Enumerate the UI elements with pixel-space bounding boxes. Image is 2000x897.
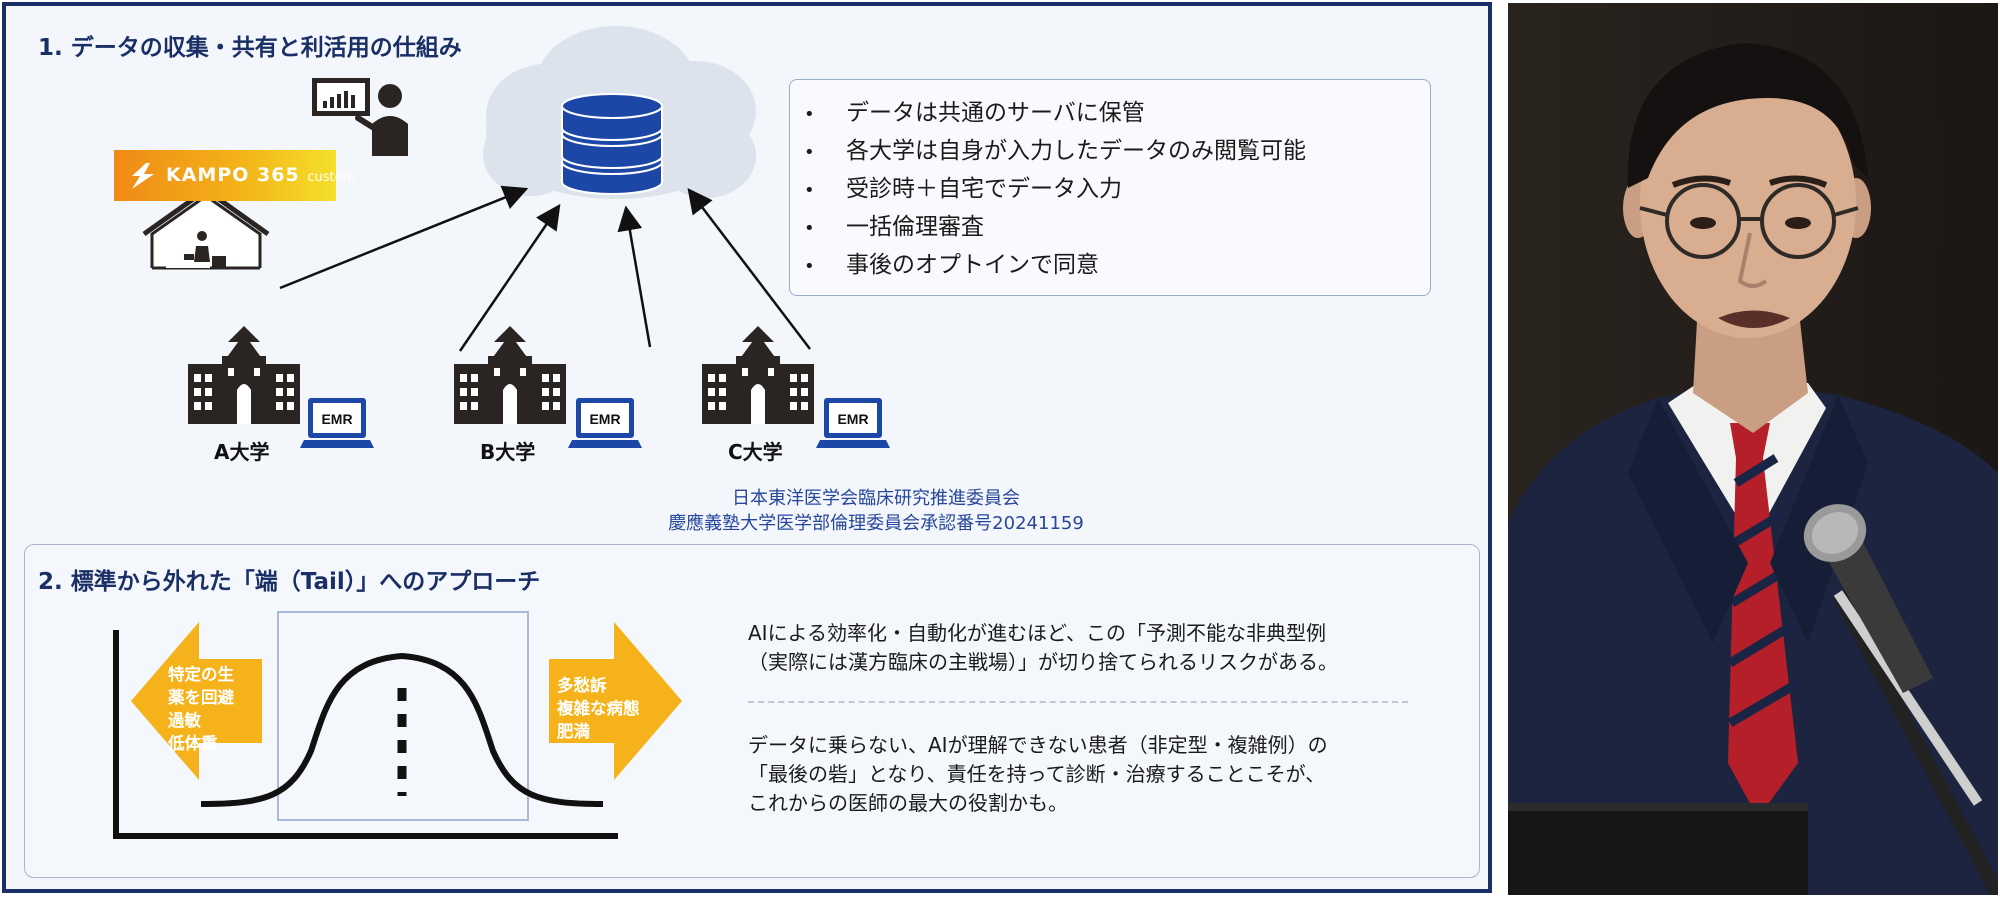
slide: 1. データの収集・共有と利活用の仕組み	[2, 2, 1492, 893]
university-label-c: C大学	[728, 440, 783, 464]
presenter-icon	[312, 78, 408, 156]
risk-paragraph: AIによる効率化・自動化が進むほど、この「予測不能な非典型例 （実際には漢方臨床…	[748, 619, 1338, 677]
bullet-marker: •	[804, 256, 815, 277]
university-label-a: A大学	[214, 440, 270, 464]
microphone-icon	[1803, 504, 1998, 895]
right-arrow-line: 肥満	[557, 722, 590, 741]
left-arrow-line: 低体重	[168, 734, 218, 753]
figure-axes	[113, 630, 618, 839]
speaker-illustration	[1508, 3, 1998, 895]
speaker-photo	[1508, 3, 1998, 895]
bullet-marker: •	[804, 104, 815, 125]
section2-title: 2. 標準から外れた「端（Tail）」へのアプローチ	[38, 569, 541, 595]
list-item: • 事後のオプトインで同意	[804, 246, 1430, 284]
bullet-text: 一括倫理審査	[846, 214, 984, 240]
list-item: • 各大学は自身が入力したデータのみ閲覧可能	[804, 132, 1430, 170]
role-line: これからの医師の最大の役割かも。	[748, 791, 1068, 815]
ethics-approval-number: 慶應義塾大学医学部倫理委員会承認番号20241159	[668, 513, 1084, 534]
features-box: • データは共通のサーバに保管 • 各大学は自身が入力したデータのみ閲覧可能 • 受診…	[789, 79, 1431, 296]
bullet-marker: •	[804, 142, 815, 163]
right-arrow-line: 複雑な病態	[557, 699, 640, 718]
right-tail-arrow	[549, 622, 682, 780]
normal-range-box	[277, 611, 529, 821]
role-line: データに乗らない、AIが理解できない患者（非定型・複雑例）の	[748, 733, 1328, 757]
bullet-marker: •	[804, 218, 815, 239]
dashed-divider	[748, 701, 1408, 703]
bell-curve	[200, 652, 604, 807]
left-tail-arrow	[131, 622, 262, 780]
right-arrow-line: 多愁訴	[557, 676, 607, 695]
risk-line: （実際には漢方臨床の主戦場）」が切り捨てられるリスクがある。	[748, 650, 1338, 674]
left-arrow-text: 特定の生 薬を回避 過敏 低体重	[168, 663, 234, 755]
risk-line: AIによる効率化・自動化が進むほど、この「予測不能な非典型例	[748, 621, 1326, 645]
left-arrow-line: 過敏	[168, 711, 201, 730]
distribution-curve-figure	[113, 611, 682, 839]
kampo-suffix: custom	[307, 170, 356, 185]
database-icon	[561, 93, 663, 195]
list-item: • 一括倫理審査	[804, 208, 1430, 246]
emr-label-b: EMR	[589, 411, 620, 427]
role-line: 「最後の砦」となり、責任を持って診断・治療することこそが、	[748, 762, 1326, 786]
kampo-mark-icon	[132, 163, 154, 189]
section1-title: 1. データの収集・共有と利活用の仕組み	[38, 35, 462, 61]
emr-label-a: EMR	[321, 411, 352, 427]
bullet-text: 各大学は自身が入力したデータのみ閲覧可能	[846, 138, 1306, 164]
podium	[1508, 803, 1808, 895]
bullet-text: 受診時＋自宅でデータ入力	[846, 176, 1122, 202]
right-arrow-text: 多愁訴 複雑な病態 肥満	[557, 674, 640, 743]
role-paragraph: データに乗らない、AIが理解できない患者（非定型・複雑例）の 「最後の砦」となり…	[748, 731, 1328, 818]
bullet-marker: •	[804, 180, 815, 201]
data-flow-diagram: EMR EMR EMR	[142, 26, 890, 448]
kampo365-logo: KAMPO 365 custom	[114, 150, 355, 201]
university-label-b: B大学	[480, 440, 536, 464]
bullet-text: データは共通のサーバに保管	[846, 100, 1145, 126]
list-item: • データは共通のサーバに保管	[804, 94, 1430, 132]
upload-arrows	[279, 185, 811, 352]
list-item: • 受診時＋自宅でデータ入力	[804, 170, 1430, 208]
bullet-text: 事後のオプトインで同意	[846, 252, 1099, 278]
committee-credit: 日本東洋医学会臨床研究推進委員会	[732, 488, 1020, 509]
section2-panel	[24, 544, 1480, 878]
emr-label-c: EMR	[837, 411, 868, 427]
features-list: • データは共通のサーバに保管 • 各大学は自身が入力したデータのみ閲覧可能 • 受診…	[804, 94, 1430, 284]
left-arrow-line: 薬を回避	[168, 688, 234, 707]
left-arrow-line: 特定の生	[168, 665, 234, 684]
kampo-brand: KAMPO 365	[166, 164, 300, 186]
